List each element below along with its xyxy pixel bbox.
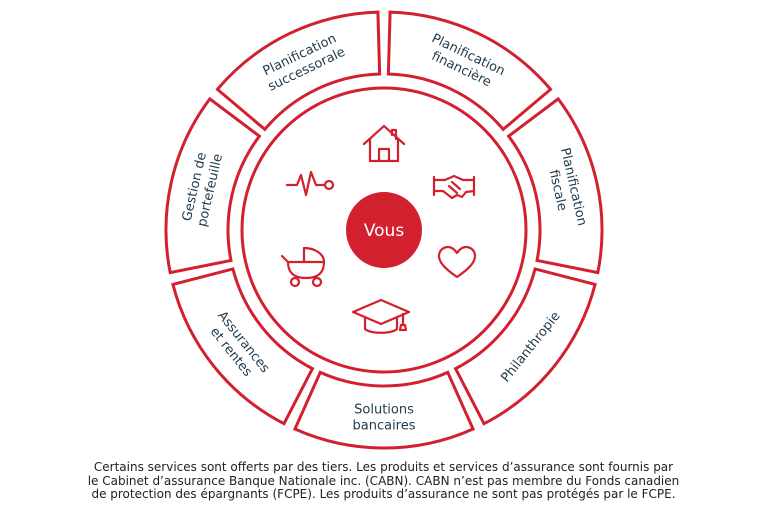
services-wheel: PlanificationfinancièrePlanificationfisc… [164,10,604,450]
handshake-icon [432,174,476,200]
segment-assurances-et-rentes-shape [171,267,315,426]
segment-planification-financiere: Planificationfinancière [386,10,553,132]
segment-gestion-de-portefeuille-shape [164,96,262,275]
inner-ring [240,86,528,374]
baby-stroller-icon [280,246,326,288]
segment-gestion-de-portefeuille: Gestion deportefeuille [164,96,262,275]
heartbeat-icon [285,170,335,197]
disclaimer-footnote: Certains services sont offerts par des t… [20,460,747,502]
footnote-line-2: le Cabinet d’assurance Banque Nationale … [87,473,680,488]
segment-planification-fiscale-shape [506,96,604,275]
center-circle: Vous [346,192,422,268]
segment-solutions-bancaires-label-line: bancaires [352,419,415,434]
segment-planification-successorale: Planificationsuccessorale [215,10,382,132]
footnote-line-3: de protection des épargnants (FCPE). Les… [91,487,676,501]
segment-planification-financiere-shape [386,10,553,132]
segment-philanthropie: Philanthropie [453,267,597,426]
house-icon [362,124,406,163]
segment-philanthropie-shape [453,267,597,426]
heart-icon [437,245,477,279]
center-label: Vous [364,221,404,241]
footnote-line-1: Certains services sont offerts par des t… [93,460,674,474]
segment-solutions-bancaires-label-line: Solutions [354,403,414,418]
graduation-cap-icon [351,298,411,334]
segment-planification-successorale-shape [215,10,382,132]
center-disc [346,192,422,268]
segment-solutions-bancaires-shape [292,370,476,450]
segment-assurances-et-rentes: Assuranceset rentes [171,267,315,426]
segment-planification-fiscale: Planificationfiscale [506,96,604,275]
